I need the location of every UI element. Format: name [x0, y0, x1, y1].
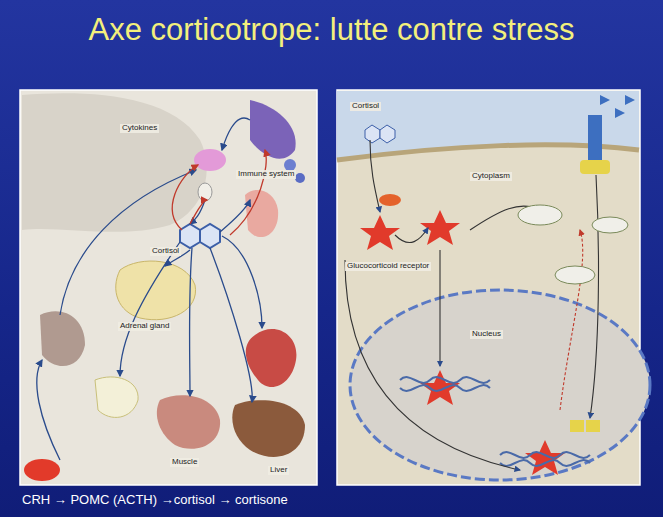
- part-label: Cytokines: [120, 124, 159, 133]
- slide-caption: CRH → POMC (ACTH) →cortisol → cortisone: [22, 492, 288, 507]
- part-label: Glucocorticoid receptor: [345, 262, 431, 271]
- part-label: Immune system: [236, 170, 296, 179]
- part-label: Cortisol: [150, 247, 181, 256]
- part-label: Muscle: [170, 458, 199, 467]
- part-label: Liver: [268, 466, 289, 475]
- part-label: Nucleus: [470, 330, 503, 339]
- part-label: Adrenal gland: [118, 322, 171, 331]
- part-label: Cortisol: [350, 102, 381, 111]
- part-label: Cytoplasm: [470, 172, 512, 181]
- slide-title: Axe corticotrope: lutte contre stress: [0, 12, 663, 48]
